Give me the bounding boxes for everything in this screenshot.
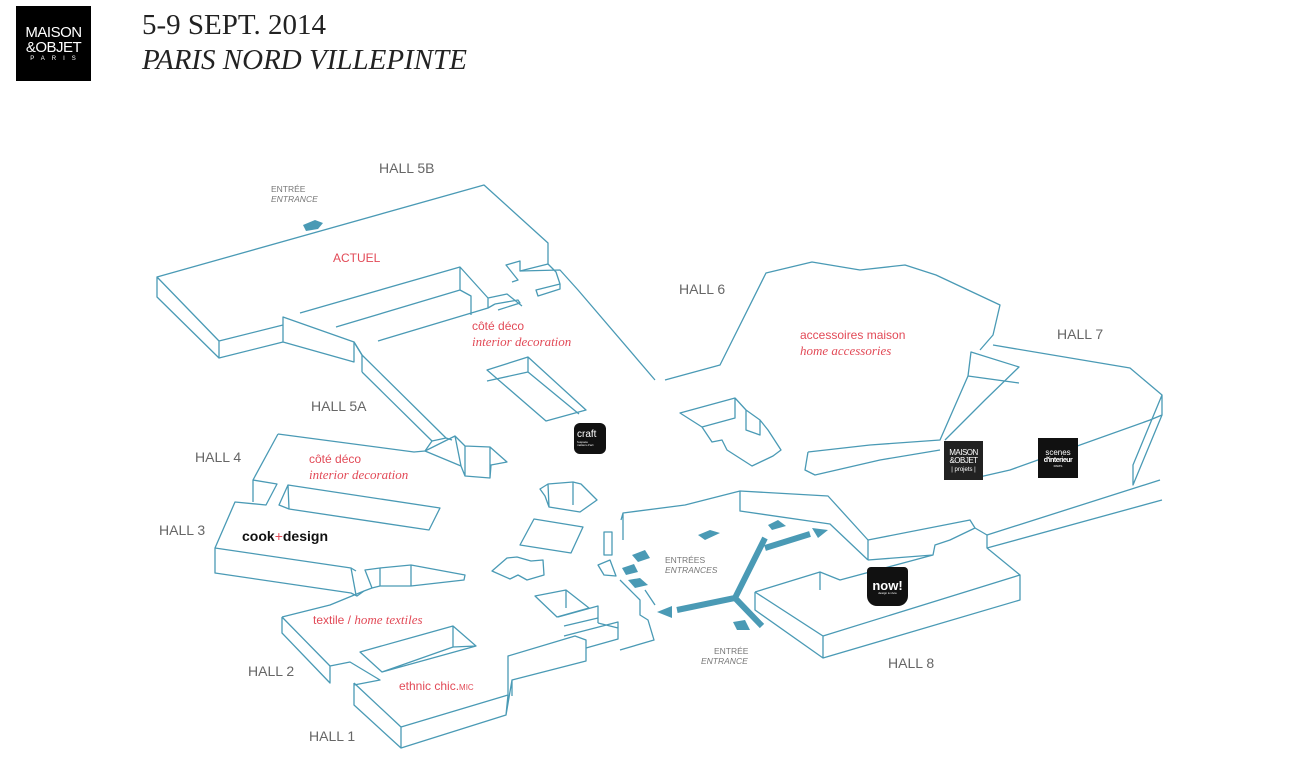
- hall-5b-label: HALL 5B: [379, 160, 435, 176]
- scenes-interieur-badge: scenes d'interieur PARIS: [1038, 438, 1078, 478]
- entrance-arrows: [303, 220, 828, 630]
- hall-8-label: HALL 8: [888, 655, 934, 671]
- craft-title: craft: [577, 429, 597, 440]
- craft-badge: craft l'espace métiers d'art: [574, 423, 606, 454]
- arrow-east-exit: [812, 528, 828, 538]
- hall-5a-walls: [353, 341, 508, 479]
- hall-4-label: HALL 4: [195, 449, 241, 465]
- hall-5b-stand-block: [486, 356, 587, 422]
- projets-line2: &OBJET: [949, 455, 978, 465]
- cook-label: cook: [242, 528, 275, 544]
- maison-objet-logo: MAISON &OBJET PARIS: [16, 6, 91, 81]
- entrance-south-en: ENTRANCE: [701, 656, 748, 666]
- entrance-south-fr: ENTRÉE: [714, 646, 749, 656]
- hall-7-walls: [974, 344, 1163, 486]
- sector-textile: textile / home textiles: [313, 612, 423, 627]
- sector-cote-deco-4-en: interior decoration: [309, 467, 408, 482]
- hall-5a-label: HALL 5A: [311, 398, 367, 414]
- sector-accessoires-fr: accessoires maison: [800, 328, 905, 342]
- sector-ethnic-suffix: MIC: [459, 683, 474, 692]
- central-hall-walls: [597, 479, 1163, 659]
- now-badge: now! design à vivre: [867, 567, 908, 606]
- arrow-center-2: [632, 550, 650, 562]
- craft-sub2: métiers d'art: [577, 443, 594, 447]
- sector-textile-fr: textile /: [313, 613, 354, 627]
- arrow-center-1: [698, 530, 720, 540]
- sector-cote-deco-5b-fr: côté déco: [472, 319, 524, 333]
- hall-4-3-walls: [214, 433, 466, 597]
- arrow-west-exit: [657, 606, 672, 618]
- hall-3-label: HALL 3: [159, 522, 205, 538]
- hall-7-label: HALL 7: [1057, 326, 1103, 342]
- scenes-line2: d'interieur: [1043, 456, 1073, 464]
- entrance-center-fr: ENTRÉES: [665, 555, 705, 565]
- logo-line3: PARIS: [30, 56, 83, 62]
- logo-line2: &OBJET: [25, 39, 82, 56]
- hall-6-label: HALL 6: [679, 281, 725, 297]
- scenes-line1: scenes: [1045, 447, 1071, 457]
- now-sub: design à vivre: [878, 590, 897, 595]
- projets-line1: MAISON: [949, 447, 978, 457]
- header: 5-9 SEPT. 2014 PARIS NORD VILLEPINTE: [142, 8, 467, 78]
- hall-2-1-walls: [281, 590, 619, 749]
- sector-textile-en: home textiles: [354, 612, 422, 627]
- central-stand-blocks: [491, 481, 598, 618]
- entrance-north-en: ENTRANCE: [271, 194, 318, 204]
- cook-plus: +: [274, 528, 283, 544]
- sector-cote-deco-5b-en: interior decoration: [472, 334, 571, 349]
- sector-accessoires-en: home accessories: [800, 343, 891, 358]
- arrow-center-3: [622, 564, 638, 575]
- walkway-path: [676, 531, 811, 629]
- sector-cook-design: cook+design: [242, 528, 328, 544]
- entrance-center-en: ENTRANCES: [665, 565, 718, 575]
- arrow-center-4: [628, 578, 648, 588]
- event-date: 5-9 SEPT. 2014: [142, 9, 326, 41]
- scenes-line3: PARIS: [1053, 463, 1063, 468]
- arrow-north-exit: [768, 520, 786, 530]
- hall-5b-walls: [156, 184, 656, 381]
- sector-actuel: ACTUEL: [333, 251, 381, 265]
- arrow-north-entrance: [303, 220, 323, 231]
- sector-ethnic-main: ethnic chic.: [399, 679, 459, 693]
- sector-ethnic-chic: ethnic chic.MIC: [399, 679, 474, 693]
- sector-cote-deco-4-fr: côté déco: [309, 452, 361, 466]
- entrance-north-fr: ENTRÉE: [271, 184, 306, 194]
- arrow-south-entrance: [733, 620, 750, 630]
- design-label: design: [282, 528, 328, 544]
- projets-badge: MAISON &OBJET | projets |: [944, 441, 983, 480]
- projets-line3: | projets |: [951, 466, 976, 473]
- hall-2-label: HALL 2: [248, 663, 294, 679]
- craft-sub1: l'espace: [577, 440, 588, 444]
- hall-6-walls: [664, 261, 1020, 476]
- hall-1-label: HALL 1: [309, 728, 355, 744]
- now-title: now!: [872, 577, 903, 593]
- logo-line1: MAISON: [25, 24, 82, 41]
- event-venue: PARIS NORD VILLEPINTE: [142, 44, 467, 76]
